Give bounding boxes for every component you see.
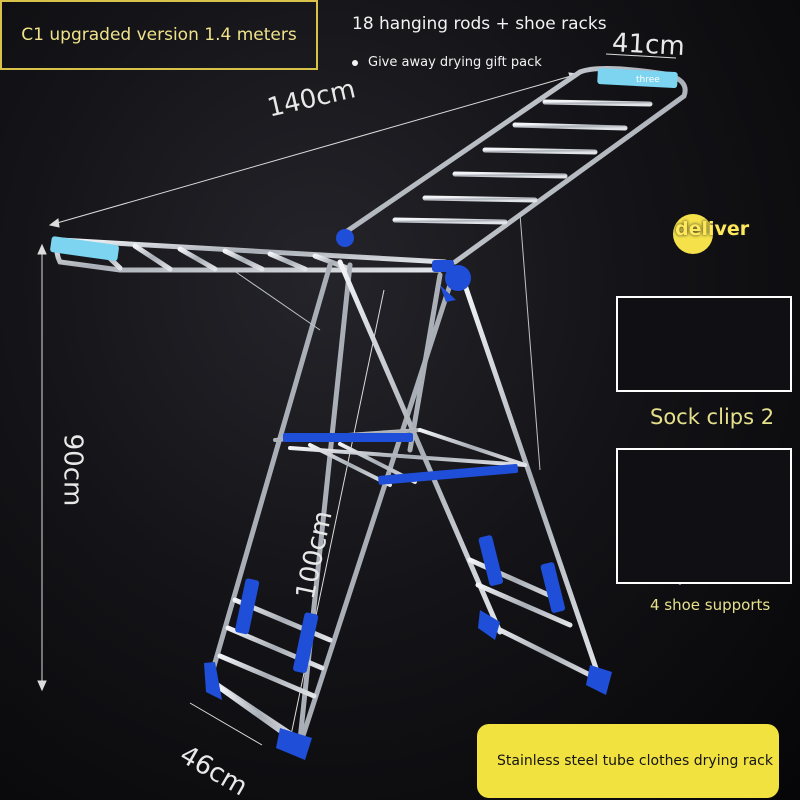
- feature-gift-text: Give away drying gift pack: [368, 55, 542, 70]
- model-title: C1 upgraded version 1.4 meters: [21, 25, 297, 45]
- sock-clip-bars: [50, 68, 678, 261]
- rack-right-wing: [337, 65, 688, 265]
- support-wires: [229, 213, 541, 471]
- product-banner-text: Stainless steel tube clothes drying rack: [497, 753, 773, 769]
- bullet-icon: [352, 59, 358, 66]
- shoe-support-caption: 4 shoe supports: [650, 596, 771, 614]
- hinge-joints: [336, 229, 471, 302]
- rack-feet: [204, 610, 612, 760]
- sun-icon: [673, 214, 713, 254]
- model-title-box: C1 upgraded version 1.4 meters: [0, 0, 318, 70]
- dimension-width-top: 41cm: [611, 28, 686, 62]
- rack-legs: [207, 259, 603, 748]
- shoe-support-inset: [616, 448, 792, 584]
- shoe-shelf: [273, 428, 527, 487]
- feature-rods-text: 18 hanging rods + shoe racks: [352, 14, 607, 34]
- product-banner: Stainless steel tube clothes drying rack: [477, 724, 779, 798]
- deliver-badge: deliver: [665, 210, 751, 256]
- feature-rods: 18 hanging rods + shoe racks: [352, 14, 607, 34]
- shoe-support-clips: [235, 535, 566, 674]
- feature-gift: Give away drying gift pack: [352, 55, 542, 70]
- sock-clip-caption: Sock clips 2: [650, 405, 775, 429]
- sock-clip-inset: [616, 296, 792, 392]
- clip-label: three: [636, 75, 660, 85]
- dimension-height-side: 90cm: [57, 433, 88, 507]
- deliver-text: deliver: [675, 218, 750, 240]
- dimension-lines: [37, 53, 677, 746]
